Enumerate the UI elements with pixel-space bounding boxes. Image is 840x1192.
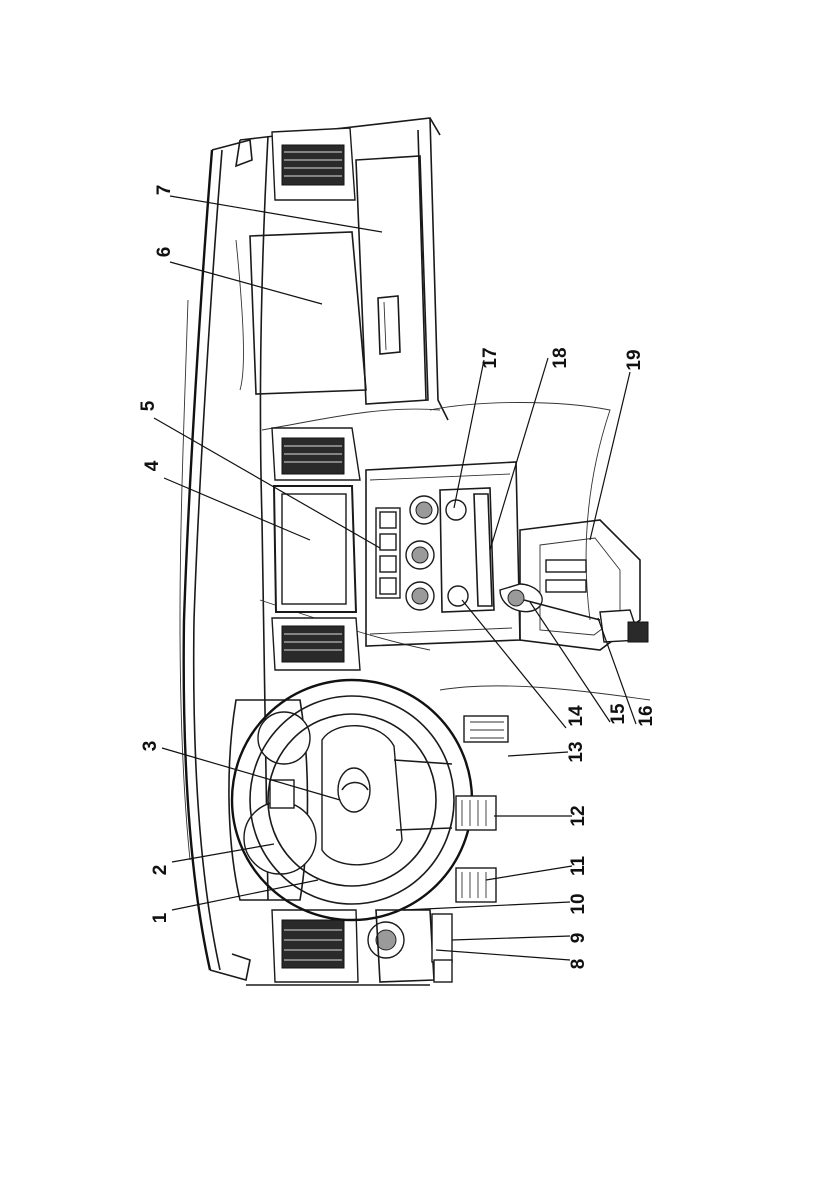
console-tray	[440, 488, 494, 612]
passenger-airbag-cover	[250, 232, 366, 394]
callout-14: 14	[566, 705, 587, 727]
floor-console	[430, 403, 650, 701]
center-display	[274, 486, 356, 612]
accelerator-pedal	[464, 716, 508, 742]
callout-18: 18	[550, 347, 571, 368]
callout-19: 19	[624, 349, 645, 370]
callout-16: 16	[636, 705, 657, 726]
callout-12: 12	[568, 805, 589, 826]
callout-1: 1	[150, 912, 171, 923]
callout-15: 15	[608, 703, 629, 725]
clutch-pedal	[456, 868, 496, 902]
callout-3: 3	[140, 741, 161, 752]
callout-11: 11	[568, 856, 589, 877]
light-switch	[368, 922, 404, 958]
callout-8: 8	[568, 959, 589, 970]
climate-knobs	[406, 496, 438, 610]
callout-13: 13	[566, 741, 587, 762]
brake-pedal	[456, 796, 496, 830]
callout-17: 17	[480, 347, 501, 368]
callout-2: 2	[150, 865, 171, 876]
air-vent-center-bottom	[272, 618, 360, 670]
glove-box	[356, 156, 428, 404]
callout-7: 7	[154, 185, 175, 196]
callout-6: 6	[154, 247, 175, 258]
air-vent-passenger-side	[272, 128, 355, 200]
callout-4: 4	[142, 460, 163, 471]
callout-9: 9	[568, 933, 589, 944]
callout-10: 10	[568, 893, 589, 914]
callout-5: 5	[138, 400, 159, 411]
air-vent-center-top	[272, 428, 360, 480]
hazard-switch-panel	[376, 508, 400, 598]
